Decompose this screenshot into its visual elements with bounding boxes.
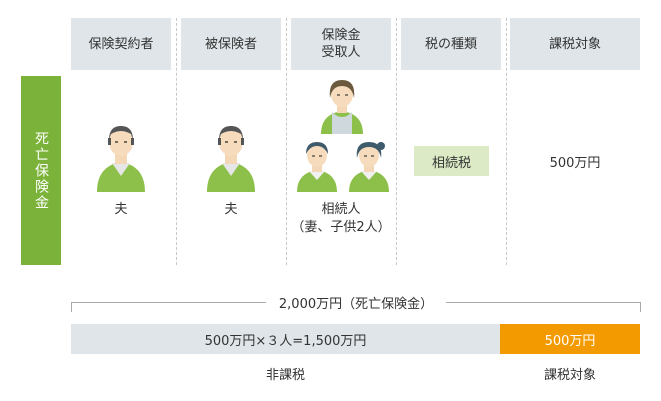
policyholder-label: 夫 xyxy=(114,202,128,217)
total-benefit-label: 2,000万円（死亡保険金） xyxy=(266,293,446,312)
daughter-icon xyxy=(349,142,389,192)
husband-policyholder-icon xyxy=(97,126,145,192)
column-divider xyxy=(176,18,177,265)
taxable-bar: 500万円 xyxy=(500,324,640,354)
column-divider xyxy=(506,18,507,265)
tax-type-badge: 相続税 xyxy=(414,146,489,176)
header-tax-type: 税の種類 xyxy=(401,18,501,70)
column-divider xyxy=(286,18,287,265)
beneficiary-label-line2: （妻、子供2人） xyxy=(291,220,391,235)
husband-insured-icon xyxy=(207,126,255,192)
header-policyholder: 保険契約者 xyxy=(71,18,171,70)
bracket-left-tick xyxy=(71,302,72,312)
son-icon xyxy=(297,142,337,192)
beneficiary-label-line1: 相続人 xyxy=(321,202,361,217)
death-benefit-side-label: 死亡保険金 xyxy=(21,76,61,265)
taxable-label: 課税対象 xyxy=(543,368,596,383)
bracket-right-tick xyxy=(640,302,641,312)
nontaxable-bar: 500万円×３人=1,500万円 xyxy=(71,324,500,354)
header-beneficiary: 保険金 受取人 xyxy=(291,18,391,70)
taxable-amount: 500万円 xyxy=(549,156,601,171)
nontaxable-label: 非課税 xyxy=(265,368,305,383)
wife-icon xyxy=(321,80,363,134)
header-insured: 被保険者 xyxy=(181,18,281,70)
column-divider xyxy=(396,18,397,265)
insured-label: 夫 xyxy=(224,202,238,217)
header-taxable: 課税対象 xyxy=(510,18,640,70)
